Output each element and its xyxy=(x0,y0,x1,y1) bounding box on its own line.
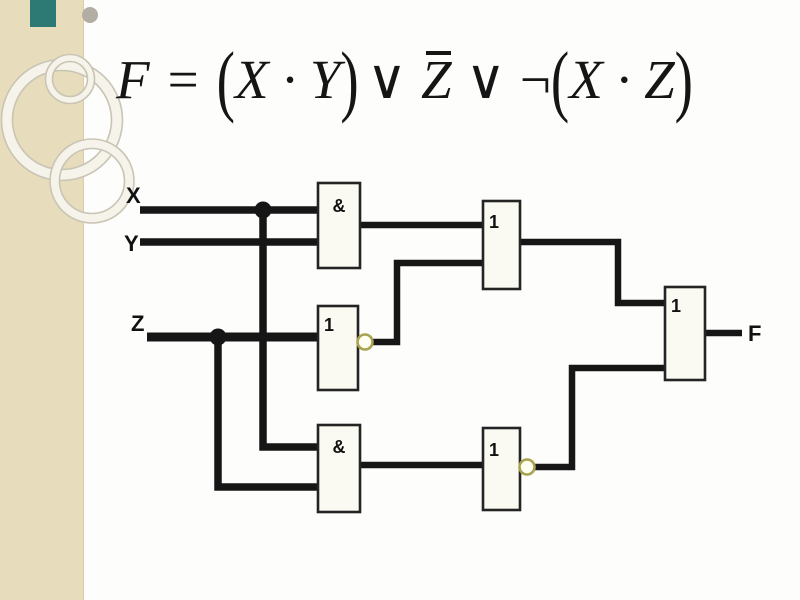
or-gate-top xyxy=(481,199,522,291)
wire-not-middle-to-or-top xyxy=(371,259,483,346)
inversion-bubble-middle xyxy=(356,333,374,351)
decor-circle xyxy=(49,138,135,224)
formula-term-xz: X · Z xyxy=(569,48,675,110)
formula-lhs: F xyxy=(116,48,150,110)
formula-equals: = xyxy=(167,48,199,110)
formula-close-paren: ) xyxy=(340,34,359,124)
or-gate-final xyxy=(663,285,707,382)
wire-or-top-to-or-final xyxy=(520,238,665,307)
formula-z-negated: Z xyxy=(421,48,452,110)
and-gate-bottom-label: & xyxy=(333,437,346,457)
sidebar-decoration xyxy=(0,0,135,224)
and-gate-bottom xyxy=(316,423,362,514)
not-gate-middle xyxy=(316,304,360,392)
formula-term-xy: X · Y xyxy=(234,48,341,110)
decor-circle xyxy=(44,53,96,105)
formula-open-paren: ( xyxy=(216,34,235,124)
formula-or-symbol: ∨ xyxy=(465,49,506,110)
wire-branch-x-to-and-bottom xyxy=(259,210,318,451)
boolean-formula: F = ( X · Y ) ∨ Z ∨ ¬ ( X · Z ) xyxy=(116,34,693,124)
or-gate-top-label: 1 xyxy=(489,212,499,232)
input-label-z: Z xyxy=(131,311,144,336)
formula-open-paren: ( xyxy=(550,34,570,124)
not-gate-bottom-label: 1 xyxy=(489,440,499,460)
and-gate-top-label: & xyxy=(333,196,346,216)
formula-close-paren: ) xyxy=(674,34,693,124)
input-label-y: Y xyxy=(124,231,139,256)
output-label-f: F xyxy=(748,321,761,346)
not-gate-bottom xyxy=(481,426,522,512)
not-gate-middle-label: 1 xyxy=(324,315,334,335)
or-gate-final-label: 1 xyxy=(671,296,681,316)
wire-branch-z-to-and-bottom xyxy=(214,337,318,491)
wire-not-bottom-to-or-final xyxy=(534,364,665,471)
and-gate-top xyxy=(316,181,362,270)
formula-or-symbol: ∨ xyxy=(366,49,407,110)
junction-dot-x xyxy=(254,201,272,219)
junction-dot-z xyxy=(209,328,227,346)
inversion-bubble-bottom xyxy=(518,458,536,476)
input-label-x: X xyxy=(126,183,141,208)
accent-square xyxy=(30,0,56,27)
accent-dot xyxy=(82,7,98,23)
formula-negation-symbol: ¬ xyxy=(519,48,551,110)
